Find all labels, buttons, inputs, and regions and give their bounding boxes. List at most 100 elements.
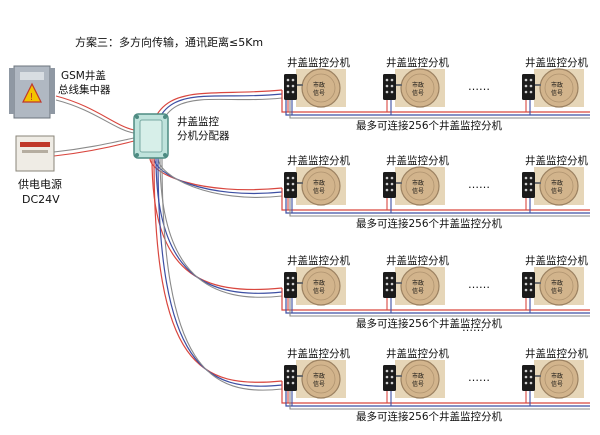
gsm-label-line2: 总线集中器: [58, 83, 111, 96]
monitor-device: [383, 74, 396, 100]
distributor-box: [133, 113, 169, 159]
cover-text-line1: 市政: [412, 179, 424, 187]
cover-text-line1: 市政: [412, 372, 424, 380]
gsm-label-line1: GSM井盖: [61, 69, 106, 82]
cover-text-line2: 信号: [313, 287, 325, 295]
feed-red-3: [153, 157, 283, 383]
feed-blue-3: [157, 157, 283, 387]
unit-label: 井盖监控分机: [386, 254, 449, 267]
feed-gray-2: [159, 157, 283, 298]
monitor-units: 市政信号井盖监控分机市政信号井盖监控分机市政信号井盖监控分机……最多可连接256…: [284, 56, 588, 423]
bus-red-3: [281, 381, 590, 404]
bus-blue-3: [285, 385, 590, 407]
ellipsis: ……: [468, 80, 490, 93]
bus-red-1: [281, 188, 590, 211]
monitor-device: [284, 74, 297, 100]
unit-label: 井盖监控分机: [386, 56, 449, 69]
bus-blue-0: [285, 94, 590, 116]
bus-gray-1: [289, 196, 590, 217]
manhole-cover-icon: [400, 166, 440, 206]
cover-text-line1: 市政: [551, 81, 563, 89]
cover-text-line2: 信号: [313, 187, 325, 195]
cover-text-line2: 信号: [313, 89, 325, 97]
monitor-device: [522, 365, 535, 391]
unit-label: 井盖监控分机: [386, 154, 449, 167]
cover-text-line2: 信号: [551, 89, 563, 97]
monitor-device: [383, 172, 396, 198]
manhole-cover-icon: [301, 166, 341, 206]
bus-gray-2: [289, 296, 590, 317]
unit-label: 井盖监控分机: [525, 56, 588, 69]
cover-text-line2: 信号: [551, 187, 563, 195]
diagram-title: 方案三：多方向传输，通讯距离≤5Km: [75, 35, 263, 49]
ellipsis: ……: [462, 321, 484, 334]
manhole-cover-icon: [539, 359, 579, 399]
power-label-line1: 供电电源: [18, 177, 62, 191]
monitor-device: [284, 172, 297, 198]
cover-text-line1: 市政: [313, 81, 325, 89]
ellipsis: ……: [468, 371, 490, 384]
monitor-device: [522, 172, 535, 198]
unit-label: 井盖监控分机: [386, 347, 449, 360]
unit-label: 井盖监控分机: [287, 347, 350, 360]
feed-red-1: [149, 157, 283, 191]
manhole-cover-icon: [301, 68, 341, 108]
cover-text-line1: 市政: [412, 81, 424, 89]
cover-text-line2: 信号: [412, 89, 424, 97]
svg-text:!: !: [30, 92, 34, 103]
monitor-device: [383, 365, 396, 391]
ellipsis: ……: [468, 278, 490, 291]
monitor-device: [284, 365, 297, 391]
cover-text-line1: 市政: [313, 179, 325, 187]
cover-text-line2: 信号: [412, 380, 424, 388]
cover-text-line1: 市政: [313, 279, 325, 287]
feed-gray-3: [161, 157, 283, 391]
bus-gray-3: [289, 389, 590, 410]
manhole-cover-icon: [400, 359, 440, 399]
monitor-device: [383, 272, 396, 298]
cover-text-line2: 信号: [313, 380, 325, 388]
wire-gsm-red: [55, 95, 135, 131]
manhole-cover-icon: [400, 266, 440, 306]
unit-label: 井盖监控分机: [287, 254, 350, 267]
manhole-cover-icon: [539, 166, 579, 206]
cover-text-line2: 信号: [412, 287, 424, 295]
unit-label: 井盖监控分机: [287, 56, 350, 69]
bus-blue-1: [285, 192, 590, 214]
unit-label: 井盖监控分机: [525, 347, 588, 360]
max-connection-label: 最多可连接256个井盖监控分机: [356, 217, 503, 230]
max-connection-label: 最多可连接256个井盖监控分机: [356, 410, 503, 423]
bus-red-2: [281, 288, 590, 311]
max-connection-label: 最多可连接256个井盖监控分机: [356, 317, 503, 330]
distributor-label-line2: 分机分配器: [177, 129, 230, 142]
warning-icon: [22, 82, 42, 103]
unit-label: 井盖监控分机: [287, 154, 350, 167]
cover-text-line2: 信号: [551, 380, 563, 388]
manhole-cover-icon: [539, 68, 579, 108]
unit-label: 井盖监控分机: [525, 154, 588, 167]
gsm-concentrator: !: [9, 65, 55, 119]
power-supply: [15, 135, 55, 172]
cover-text-line2: 信号: [412, 187, 424, 195]
bus-gray-0: [289, 98, 590, 119]
manhole-cover-icon: [539, 266, 579, 306]
manhole-cover-icon: [400, 68, 440, 108]
monitor-device: [522, 74, 535, 100]
wire-gsm-gray: [55, 99, 135, 134]
bus-blue-2: [285, 292, 590, 314]
cover-text-line1: 市政: [412, 279, 424, 287]
cover-text-line1: 市政: [551, 279, 563, 287]
